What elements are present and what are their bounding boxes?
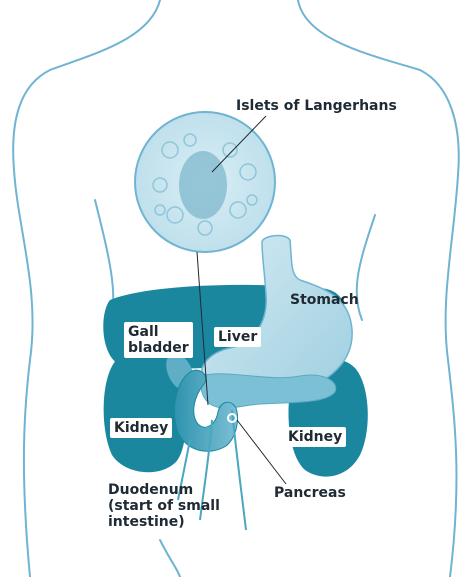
label-pancreas: Pancreas — [274, 485, 346, 501]
label-kidney-left: Kidney — [110, 418, 172, 438]
label-islets: Islets of Langerhans — [236, 98, 397, 114]
label-duodenum-line2: (start of small — [108, 498, 220, 514]
label-gall-bladder-line1: Gall — [128, 324, 189, 340]
islet-cluster — [179, 151, 227, 219]
label-gall-bladder-line2: bladder — [128, 340, 189, 356]
label-liver: Liver — [214, 327, 261, 347]
label-duodenum-line1: Duodenum — [108, 482, 220, 498]
label-gall-bladder: Gall bladder — [124, 322, 193, 358]
label-duodenum: Duodenum (start of small intestine) — [108, 482, 220, 530]
islet-marker-1 — [205, 407, 215, 417]
label-stomach: Stomach — [290, 292, 359, 308]
label-duodenum-line3: intestine) — [108, 514, 220, 530]
label-kidney-right: Kidney — [284, 427, 346, 447]
